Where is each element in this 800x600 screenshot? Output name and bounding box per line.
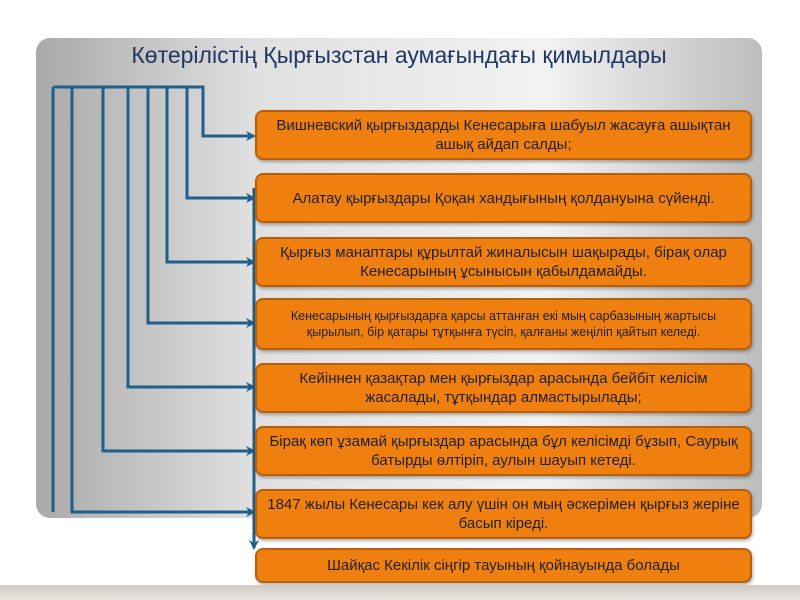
connector-3 [165,87,256,267]
connector-1 [53,85,256,141]
slide-title: Көтерілістің Қырғызстан аумағындағы қимы… [131,42,667,68]
connector-2 [185,87,256,203]
event-box-5: Кейіннен қазақтар мен қырғыздар арасында… [255,363,752,413]
event-box-7: 1847 жылы Кенесары кек алу үшін он мың ә… [255,489,752,539]
bottom-bar [0,585,800,600]
connector-6 [101,87,256,456]
event-box-8: Шайқас Кекілік сіңгір тауының қойнауында… [255,548,752,583]
event-box-4: Кенесарының қырғыздарға қарсы аттанған е… [255,298,752,350]
connector-7 [70,87,256,517]
event-box-2: Алатау қырғыздары Қоқан хандығының қолда… [255,173,752,223]
event-box-6: Бірақ көп ұзамай қырғыздар арасында бұл … [255,426,752,476]
connector-4 [146,87,256,328]
connector-5 [126,87,256,392]
event-box-3: Қырғыз манаптары құрылтай жиналысын шақы… [255,237,752,287]
event-box-1: Вишневский қырғыздарды Кенесарыға шабуыл… [255,110,752,160]
